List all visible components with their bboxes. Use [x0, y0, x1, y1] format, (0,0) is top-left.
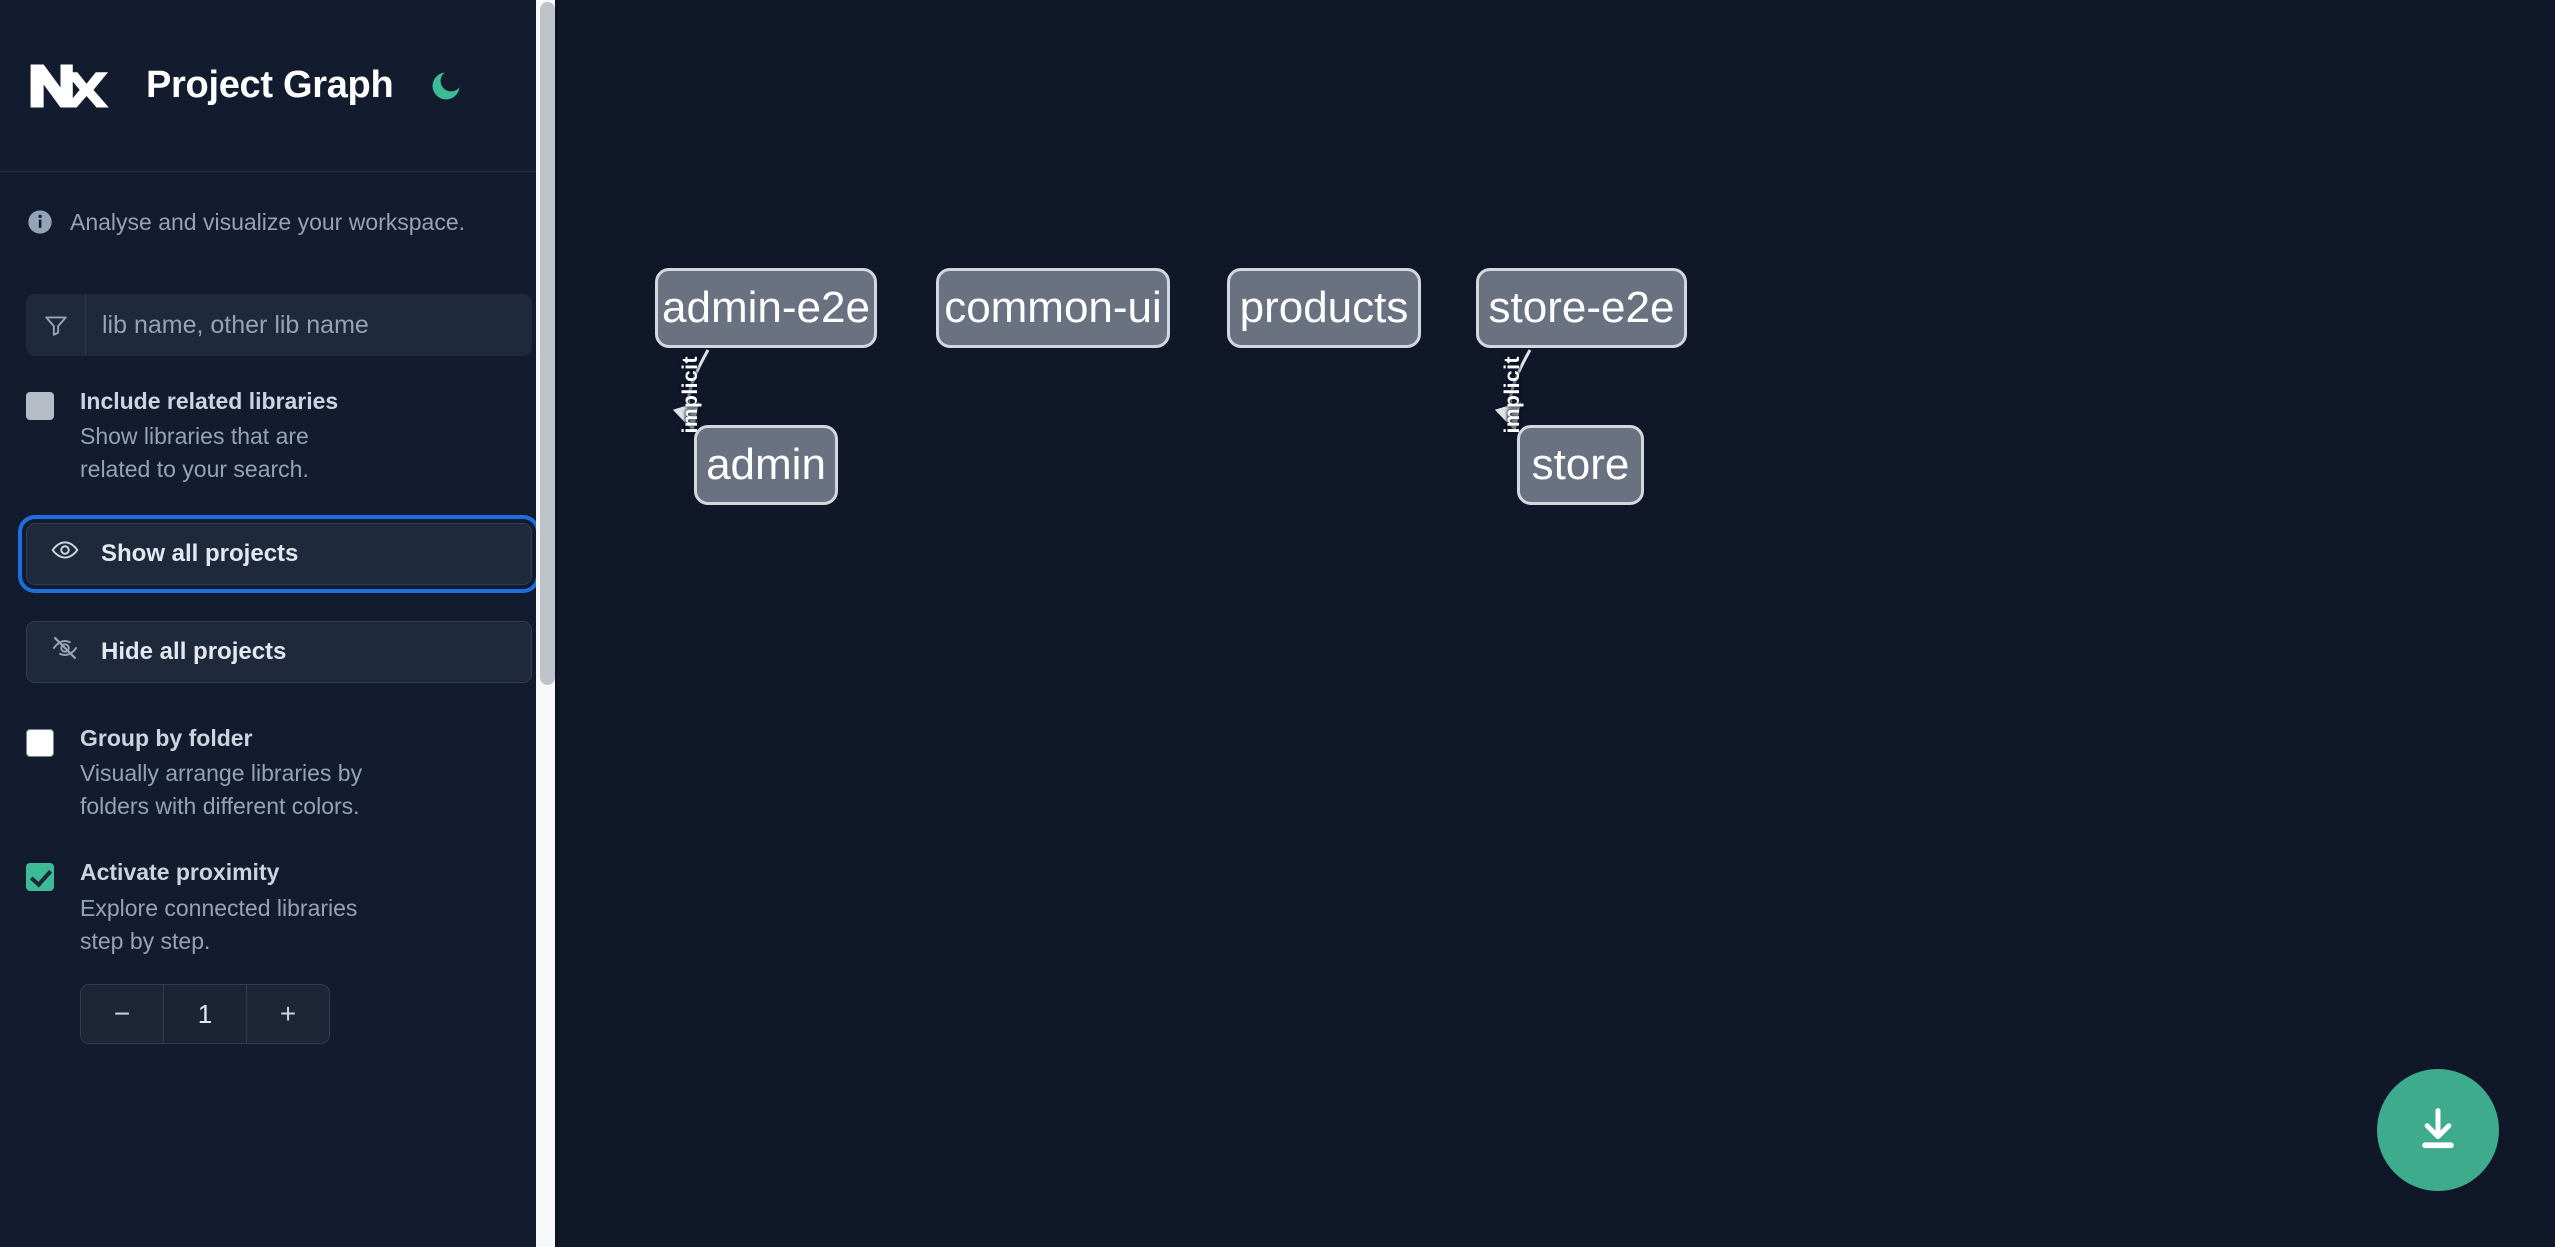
- graph-node-admin-e2e[interactable]: admin-e2e: [655, 268, 877, 348]
- search-bar[interactable]: [26, 294, 532, 356]
- graph-node-label: store-e2e: [1488, 283, 1675, 332]
- option-description: Visually arrange libraries by folders wi…: [80, 759, 363, 820]
- eye-icon: [51, 536, 79, 571]
- sidebar-header: Project Graph: [0, 0, 558, 172]
- option-texts: Group by folder Visually arrange librari…: [80, 723, 380, 824]
- tagline: Analyse and visualize your workspace.: [26, 172, 532, 272]
- option-group-by-folder[interactable]: Group by folder Visually arrange librari…: [26, 723, 532, 824]
- search-input[interactable]: [86, 294, 532, 356]
- graph-node-admin[interactable]: admin: [694, 425, 838, 505]
- proximity-stepper[interactable]: − 1 +: [80, 984, 330, 1045]
- proximity-increment-button[interactable]: +: [247, 985, 329, 1044]
- graph-node-common-ui[interactable]: common-ui: [936, 268, 1170, 348]
- tagline-text: Analyse and visualize your workspace.: [70, 208, 466, 235]
- download-icon: [2412, 1103, 2464, 1158]
- eye-off-icon: [51, 634, 79, 669]
- sidebar-divider: [555, 0, 558, 1247]
- graph-canvas[interactable]: implicit implicit admin-e2e common-ui pr…: [558, 0, 2555, 1247]
- option-description: Explore connected libraries step by step…: [80, 894, 358, 954]
- moon-icon[interactable]: [425, 65, 467, 107]
- graph-node-products[interactable]: products: [1227, 268, 1421, 348]
- graph-node-label: admin: [706, 440, 826, 489]
- option-texts: Activate proximity Explore connected lib…: [80, 857, 380, 958]
- sidebar: Project Graph Analyse and visualize your…: [0, 0, 558, 1247]
- download-button[interactable]: [2377, 1069, 2499, 1191]
- graph-node-store[interactable]: store: [1517, 425, 1644, 505]
- show-all-projects-button[interactable]: Show all projects: [18, 514, 540, 593]
- graph-edges: [672, 349, 1532, 432]
- graph-node-label: common-ui: [944, 283, 1162, 332]
- option-label: Group by folder: [80, 724, 253, 751]
- option-activate-proximity[interactable]: Activate proximity Explore connected lib…: [26, 857, 532, 958]
- page-title: Project Graph: [146, 64, 394, 106]
- edge-label-implicit: implicit: [679, 356, 702, 434]
- graph-node-label: admin-e2e: [662, 283, 870, 332]
- graph-node-store-e2e[interactable]: store-e2e: [1476, 268, 1687, 348]
- sidebar-body: Analyse and visualize your workspace. In…: [0, 172, 558, 1045]
- option-label: Activate proximity: [80, 859, 280, 886]
- hide-all-projects-button[interactable]: Hide all projects: [26, 620, 532, 683]
- group-by-folder-checkbox[interactable]: [26, 728, 54, 757]
- hide-all-projects-label: Hide all projects: [101, 637, 287, 665]
- option-description: Show libraries that are related to your …: [80, 423, 309, 483]
- activate-proximity-checkbox[interactable]: [26, 863, 54, 892]
- edge-label-implicit: implicit: [1501, 356, 1524, 434]
- graph-node-label: store: [1531, 440, 1630, 489]
- proximity-value: 1: [163, 985, 247, 1044]
- graph-node-label: products: [1239, 283, 1409, 332]
- option-texts: Include related libraries Show libraries…: [80, 386, 380, 487]
- proximity-decrement-button[interactable]: −: [81, 985, 163, 1044]
- nx-logo-icon: [26, 55, 118, 117]
- filter-icon: [26, 294, 86, 356]
- option-label: Include related libraries: [80, 388, 339, 414]
- info-icon: [26, 208, 54, 236]
- option-include-related-libraries[interactable]: Include related libraries Show libraries…: [26, 386, 532, 487]
- include-related-libraries-checkbox[interactable]: [26, 392, 54, 420]
- show-all-projects-label: Show all projects: [101, 539, 299, 567]
- sidebar-scrollbar[interactable]: [536, 0, 558, 1247]
- sidebar-scrollbar-thumb[interactable]: [540, 2, 555, 685]
